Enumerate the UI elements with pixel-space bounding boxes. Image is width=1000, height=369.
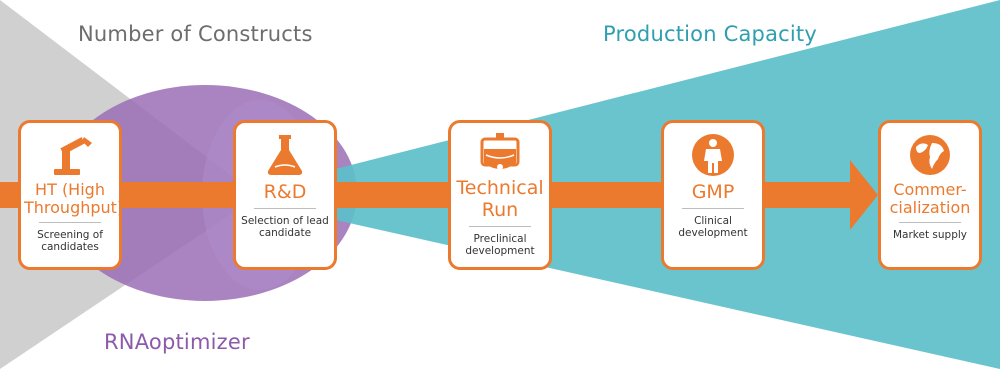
step-title: GMP — [691, 181, 735, 203]
rnaoptimizer-label: RNAoptimizer — [104, 330, 250, 354]
divider — [682, 208, 744, 209]
step-card-gmp: GMP Clinical development — [661, 120, 765, 270]
divider — [254, 208, 316, 209]
bioreactor-icon — [480, 133, 520, 170]
globe-icon — [910, 135, 950, 175]
step-card-rnd: R&D Selection of lead candidate — [233, 120, 337, 270]
step-description: Market supply — [892, 229, 968, 241]
divider — [39, 222, 101, 223]
step-description: Clinical development — [678, 215, 748, 239]
cleanroom-suit-icon — [692, 134, 734, 176]
capacity-label: Production Capacity — [603, 22, 817, 46]
step-title: Technical Run — [456, 177, 544, 221]
step-card-technical-run: Technical Run Preclinical development — [448, 120, 552, 270]
divider — [899, 222, 961, 223]
step-title: R&D — [263, 181, 307, 203]
step-card-commercialization: Commer-cialization Market supply — [878, 120, 982, 270]
flask-icon — [267, 135, 303, 175]
step-description: Screening of candidates — [37, 229, 103, 253]
constructs-label: Number of Constructs — [78, 22, 313, 46]
step-title: HT (High Throughput) — [24, 180, 124, 217]
process-arrow-head — [850, 160, 878, 230]
step-description: Preclinical development — [465, 233, 535, 257]
step-description: Selection of lead candidate — [241, 215, 329, 239]
divider — [469, 226, 531, 227]
step-title: Commer-cialization — [889, 180, 971, 217]
robot-arm-icon — [54, 137, 92, 175]
step-card-ht: HT (High Throughput) Screening of candid… — [18, 120, 124, 270]
